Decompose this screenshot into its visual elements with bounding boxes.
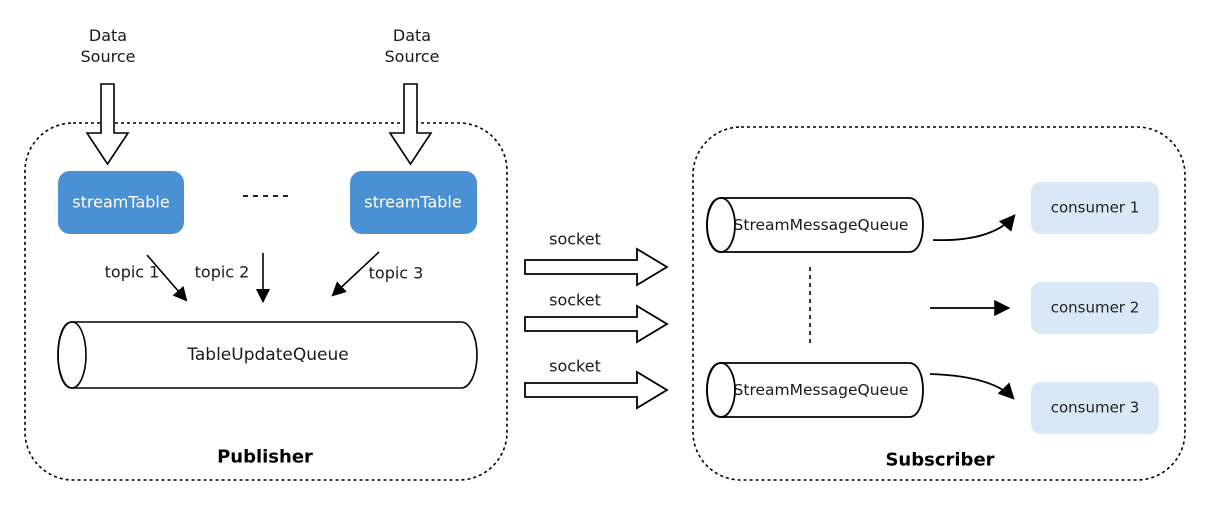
consumer-node [1031, 382, 1159, 434]
socket-label: socket [549, 229, 601, 249]
socket-arrow-icon [524, 304, 669, 344]
data-source-label: Data Source [80, 26, 136, 66]
consumer2-label: consumer 2 [1050, 298, 1140, 317]
topic3-label: topic 3 [368, 263, 424, 283]
data-source-label: Data Source [384, 26, 440, 66]
stream-table-label: streamTable [364, 192, 462, 212]
stream-table-node [350, 171, 477, 234]
consumer3-label: consumer 3 [1050, 398, 1140, 417]
queue-to-consumer1-arrow [932, 214, 1016, 242]
socket-label: socket [549, 290, 601, 310]
consumer-node [1031, 282, 1159, 334]
stream-table-label: streamTable [72, 192, 170, 212]
data-source-down-arrow-icon [85, 83, 130, 166]
socket-label: socket [549, 356, 601, 376]
data-source-down-arrow-icon [388, 83, 433, 166]
stream-message-queue-cylinder-cap [706, 362, 736, 418]
publisher-zone-label: Publisher [217, 446, 313, 468]
subscriber-container [692, 126, 1186, 481]
topic2-label: topic 2 [194, 262, 250, 282]
consumer-node [1031, 182, 1159, 234]
stream-table-node [58, 171, 184, 234]
stream-message-queue-label: StreamMessageQueue [733, 380, 909, 399]
table-update-queue-label: TableUpdateQueue [187, 344, 349, 365]
socket-arrow-icon [524, 247, 669, 287]
consumer1-label: consumer 1 [1050, 198, 1140, 217]
topic3-arrow [331, 251, 380, 297]
table-update-queue-cylinder-cap [57, 321, 87, 389]
stream-message-queue-label: StreamMessageQueue [733, 215, 909, 234]
publisher-container [24, 122, 508, 481]
topic1-label: topic 1 [104, 262, 160, 282]
queue-to-consumer3-arrow [929, 373, 1015, 400]
stream-message-queue-cylinder-cap [706, 197, 736, 253]
socket-arrow-icon [524, 370, 669, 410]
topic1-arrow [146, 254, 188, 302]
subscriber-zone-label: Subscriber [885, 449, 995, 471]
